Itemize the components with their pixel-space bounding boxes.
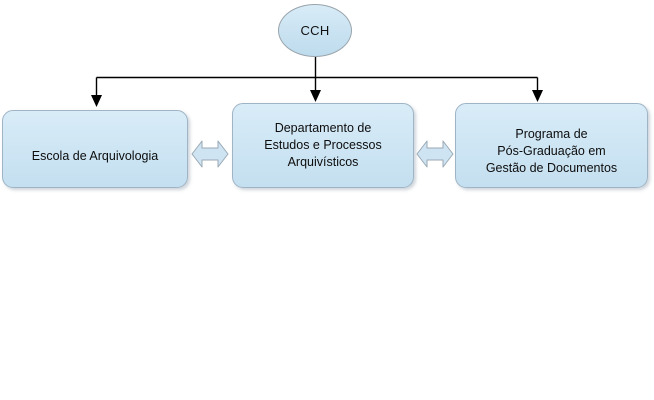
node-escola-label: Escola de Arquivologia <box>31 149 159 163</box>
bidirectional-arrow-escola-departamento <box>191 140 229 168</box>
arrowhead-departamento <box>310 90 321 102</box>
arrowhead-escola <box>91 95 102 107</box>
node-departamento-label: Departamento de Estudos e Processos Arqu… <box>264 121 382 169</box>
arrowhead-programa <box>532 90 543 102</box>
bidirectional-arrow-departamento-programa <box>416 140 454 168</box>
node-cch[interactable]: CCH <box>278 4 352 57</box>
node-programa-label: Programa de Pós-Graduação em Gestão de D… <box>485 127 618 175</box>
node-escola-de-arquivologia[interactable]: Escola de Arquivologia <box>2 110 188 188</box>
node-departamento-estudos-processos-arquivisticos[interactable]: Departamento de Estudos e Processos Arqu… <box>232 103 414 188</box>
node-cch-label: CCH <box>300 23 330 38</box>
node-programa-pos-graduacao-gestao-documentos[interactable]: Programa de Pós-Graduação em Gestão de D… <box>455 103 648 188</box>
